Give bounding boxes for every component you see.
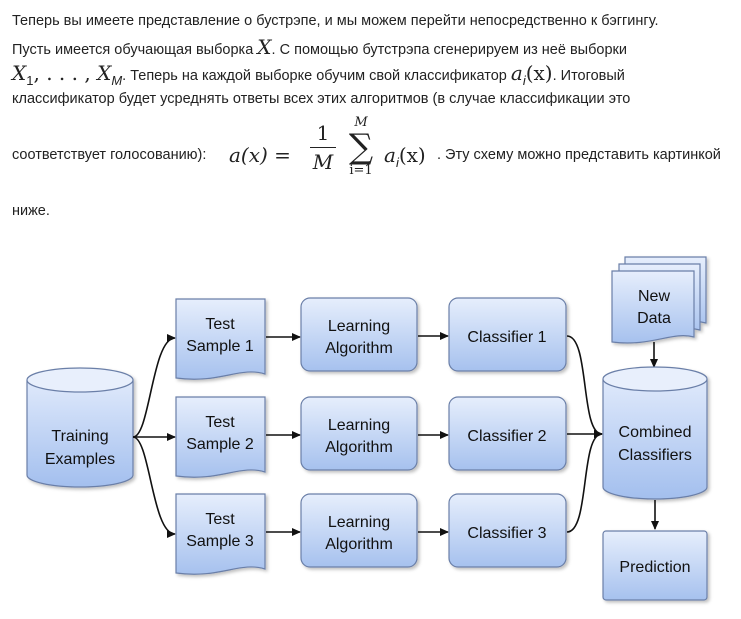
- classifier-3-box: [448, 493, 567, 568]
- math-x1-subscript: 1: [26, 73, 34, 88]
- math-variable-x: X: [257, 35, 272, 59]
- formula-lhs: a(x) =: [229, 143, 291, 167]
- training-label: Examples: [45, 451, 115, 468]
- algorithm-3-label: Learning: [328, 514, 390, 531]
- learning-algorithm-1-box: [300, 297, 418, 372]
- bagging-diagram: Training Examples Test Sample 1 Test Sam…: [26, 256, 708, 601]
- formula-numerator: 1: [316, 121, 330, 145]
- algorithm-2-label: Learning: [328, 417, 390, 434]
- math-dots: , . . . ,: [33, 61, 98, 85]
- combined-label: Combined: [619, 424, 692, 441]
- prediction-box: [602, 530, 708, 601]
- classifier-2-label: Classifier 2: [467, 428, 546, 445]
- prediction-label: Prediction: [619, 559, 690, 576]
- learning-algorithm-2-box: [300, 396, 418, 471]
- text: . Итоговый: [552, 68, 625, 84]
- paragraph-line-6: ниже.: [12, 203, 50, 219]
- math-a: a: [384, 143, 396, 167]
- sample-1-label: Sample 1: [186, 338, 254, 355]
- paragraph-line-1: Теперь вы имеете представление о бустрэп…: [12, 13, 659, 29]
- algorithm-2-label: Algorithm: [325, 439, 393, 456]
- training-label: Training: [51, 428, 108, 445]
- algorithm-1-label: Learning: [328, 318, 390, 335]
- arrow-classifier-1-combined: [566, 335, 603, 438]
- article-paragraph: Теперь вы имеете представление о бустрэп…: [12, 8, 737, 224]
- new-data-label: Data: [637, 310, 671, 327]
- test-sample-3-document: [175, 493, 266, 575]
- classifier-1-box: [448, 297, 567, 372]
- formula-denominator: M: [312, 150, 334, 174]
- text: . Эту схему можно представить картинкой: [437, 147, 721, 163]
- fraction-bar: [310, 147, 336, 148]
- paragraph-line-2: Пусть имеется обучающая выборка X. С пом…: [12, 34, 737, 60]
- algorithm-3-label: Algorithm: [325, 536, 393, 553]
- classifier-3-label: Classifier 3: [467, 525, 546, 542]
- math-arg-text: (x): [525, 61, 553, 85]
- formula-line: соответствует голосованию): a(x) = 1 M M…: [12, 112, 737, 198]
- sample-2-label: Sample 2: [186, 436, 254, 453]
- paragraph-line-3: X1, . . . , XM. Теперь на каждой выборке…: [12, 60, 737, 88]
- text: соответствует голосованию):: [12, 147, 207, 163]
- text: . Теперь на каждой выборке обучим свой к…: [122, 68, 507, 84]
- test-sample-1-document: [175, 298, 266, 380]
- sum-lower-limit: i=1: [349, 163, 373, 178]
- arrow-training-sample-3: [132, 436, 176, 538]
- new-data-label: New: [638, 288, 670, 305]
- formula-fraction: 1 M: [308, 120, 338, 175]
- learning-algorithm-3-box: [300, 493, 418, 568]
- sample-1-label: Test: [205, 316, 235, 333]
- math-arg: (x): [398, 143, 426, 167]
- math-x1: X: [12, 61, 27, 85]
- combined-classifiers-cylinder: [602, 366, 708, 500]
- math-a-subscript: i: [395, 155, 399, 170]
- math-xm: X: [97, 61, 112, 85]
- paragraph-line-4: классификатор будет усреднять ответы все…: [12, 91, 631, 107]
- formula-rhs: ai(x): [384, 142, 426, 171]
- combined-label: Classifiers: [618, 447, 692, 464]
- sample-2-label: Test: [205, 414, 235, 431]
- new-data-documents: [611, 256, 707, 344]
- classifier-1-label: Classifier 1: [467, 329, 546, 346]
- arrow-classifier-3-combined: [566, 430, 603, 533]
- test-sample-2-document: [175, 396, 266, 478]
- arrow-training-sample-1: [132, 334, 176, 438]
- training-examples-cylinder: [26, 367, 134, 488]
- math-arg: (x): [526, 61, 553, 85]
- algorithm-1-label: Algorithm: [325, 340, 393, 357]
- math-xm-subscript: M: [111, 73, 123, 88]
- formula-sum: M ∑ i=1: [344, 116, 378, 178]
- sample-3-label: Sample 3: [186, 533, 254, 550]
- math-a-subscript: i: [522, 73, 526, 88]
- math-a: a: [510, 61, 523, 85]
- text: Пусть имеется обучающая выборка: [12, 42, 254, 58]
- classifier-2-box: [448, 396, 567, 471]
- sigma-icon: ∑: [348, 127, 374, 167]
- text: . С помощью бутстрэпа сгенерируем из неё…: [271, 42, 627, 58]
- sample-3-label: Test: [205, 511, 235, 528]
- sum-upper-limit: M: [354, 115, 368, 130]
